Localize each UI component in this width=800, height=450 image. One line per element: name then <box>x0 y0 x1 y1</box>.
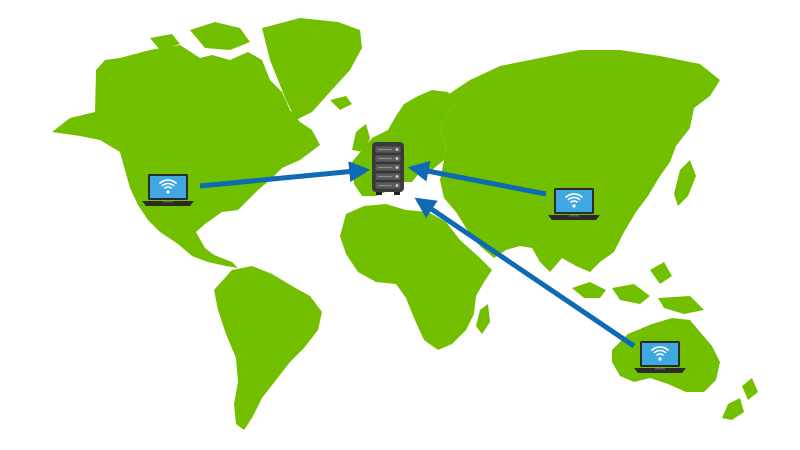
wifi-icon <box>650 346 670 361</box>
laptop-north-america-icon <box>142 174 194 206</box>
iceland <box>330 96 352 110</box>
server-icon <box>372 142 404 195</box>
arrow-australia-to-server <box>414 197 636 349</box>
continent-greenland <box>262 18 362 120</box>
continent-asia <box>440 50 720 272</box>
japan <box>674 160 696 206</box>
uk <box>352 124 370 152</box>
continent-north-america <box>52 45 320 268</box>
new-zealand <box>722 378 758 420</box>
laptop-australia-icon <box>634 341 686 373</box>
continent-south-america <box>214 266 322 430</box>
network-nodes <box>142 142 686 373</box>
wifi-icon <box>158 179 178 194</box>
laptop-asia-icon <box>548 188 600 220</box>
world-map <box>52 18 758 430</box>
connection-arrows <box>199 160 636 349</box>
wifi-icon <box>564 193 584 208</box>
arrow-asia-to-server <box>407 160 547 197</box>
madagascar <box>476 304 490 334</box>
arctic-islands <box>150 22 250 50</box>
arrow-north-america-to-server <box>199 161 371 189</box>
southeast-asia-islands <box>572 262 704 314</box>
continent-africa <box>340 204 492 350</box>
